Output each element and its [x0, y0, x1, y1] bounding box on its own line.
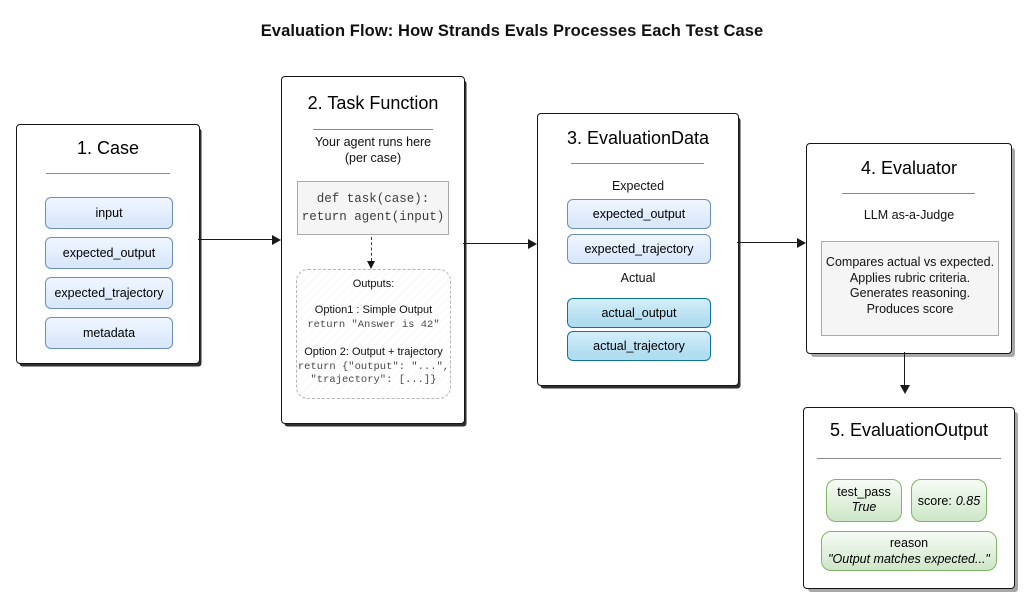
task-subtitle-line2: (per case) — [344, 151, 402, 165]
evaldata-item-expected-output: expected_output — [567, 199, 711, 229]
option2-label: Option 2: Output + trajectory — [304, 346, 443, 358]
evaluator-box-title: 4. Evaluator — [860, 158, 958, 178]
arrow-head-icon — [528, 239, 537, 249]
task-box-title: 2. Task Function — [307, 93, 439, 113]
test-pass-value: True — [851, 500, 877, 514]
task-box: 2. Task Function Your agent runs here (p… — [281, 76, 465, 424]
score-value: 0.85 — [955, 493, 981, 508]
evaldata-box-divider — [571, 163, 704, 164]
option1-code: return "Answer is 42" — [307, 319, 440, 331]
option2-code-line1: return {"output": "...", — [297, 361, 450, 373]
evaluator-box-divider — [842, 193, 975, 194]
evaluator-subtitle: LLM as-a-Judge — [863, 208, 955, 222]
task-outputs-box: Outputs: Option1 : Simple Output return … — [296, 269, 451, 399]
code-line-2: return agent(input) — [301, 210, 445, 224]
reason-label: reason — [889, 536, 929, 550]
output-box-divider — [817, 458, 1001, 459]
arrow-line — [737, 242, 799, 244]
arrow-line — [463, 243, 530, 245]
dashed-arrow-head-icon — [367, 261, 375, 269]
reason-value: "Output matches expected..." — [828, 552, 990, 566]
evaldata-item-expected-trajectory: expected_trajectory — [567, 234, 711, 264]
score-label: score: — [917, 493, 952, 508]
task-box-divider — [313, 129, 433, 130]
evaldata-box-title: 3. EvaluationData — [566, 128, 710, 148]
case-box: 1. Case input expected_output expected_t… — [16, 124, 200, 364]
arrow-evaluator-to-output — [899, 352, 911, 394]
arrow-line — [198, 239, 274, 241]
option1-label: Option1 : Simple Output — [314, 304, 433, 316]
option2-code-line2: "trajectory": [...]} — [310, 374, 437, 386]
actual-label: Actual — [620, 271, 656, 285]
evaluator-box: 4. Evaluator LLM as-a-Judge Compares act… — [806, 143, 1012, 354]
reason-chip: reason "Output matches expected..." — [821, 531, 997, 571]
expected-label: Expected — [611, 179, 665, 193]
judge-line-1: Compares actual vs expected. — [825, 255, 995, 269]
case-item-metadata: metadata — [45, 317, 173, 349]
evaldata-item-actual-output: actual_output — [567, 298, 711, 328]
case-item-expected-trajectory: expected_trajectory — [45, 277, 173, 309]
output-box-title: 5. EvaluationOutput — [829, 420, 989, 440]
judge-description-panel: Compares actual vs expected. Applies rub… — [821, 241, 999, 336]
arrow-evaldata-to-evaluator — [737, 238, 806, 248]
case-box-divider — [46, 173, 170, 174]
arrow-head-icon — [272, 235, 281, 245]
task-subtitle-line1: Your agent runs here — [314, 135, 432, 149]
code-line-1: def task(case): — [316, 192, 430, 206]
judge-line-4: Produces score — [866, 301, 954, 316]
evaldata-box: 3. EvaluationData Expected expected_outp… — [537, 113, 739, 386]
case-box-title: 1. Case — [76, 138, 140, 158]
case-item-input: input — [45, 197, 173, 229]
case-item-expected-output: expected_output — [45, 237, 173, 269]
evaluation-output-box: 5. EvaluationOutput test_pass True score… — [803, 407, 1015, 589]
arrow-task-to-evaldata — [463, 239, 537, 249]
task-code-block: def task(case): return agent(input) — [297, 181, 449, 235]
evaldata-item-actual-trajectory: actual_trajectory — [567, 331, 711, 361]
arrow-head-icon — [797, 238, 806, 248]
test-pass-chip: test_pass True — [826, 479, 902, 522]
test-pass-label: test_pass — [837, 485, 891, 499]
arrow-line — [904, 352, 905, 387]
score-chip: score: 0.85 — [911, 479, 987, 522]
page-title: Evaluation Flow: How Strands Evals Proce… — [260, 22, 764, 40]
judge-line-3: Generates reasoning. — [849, 286, 971, 300]
arrow-case-to-task — [198, 235, 281, 245]
outputs-label: Outputs: — [352, 278, 395, 290]
judge-line-2: Applies rubric criteria. — [849, 270, 971, 285]
dashed-arrow-line — [371, 237, 372, 261]
arrow-head-icon — [900, 385, 910, 394]
